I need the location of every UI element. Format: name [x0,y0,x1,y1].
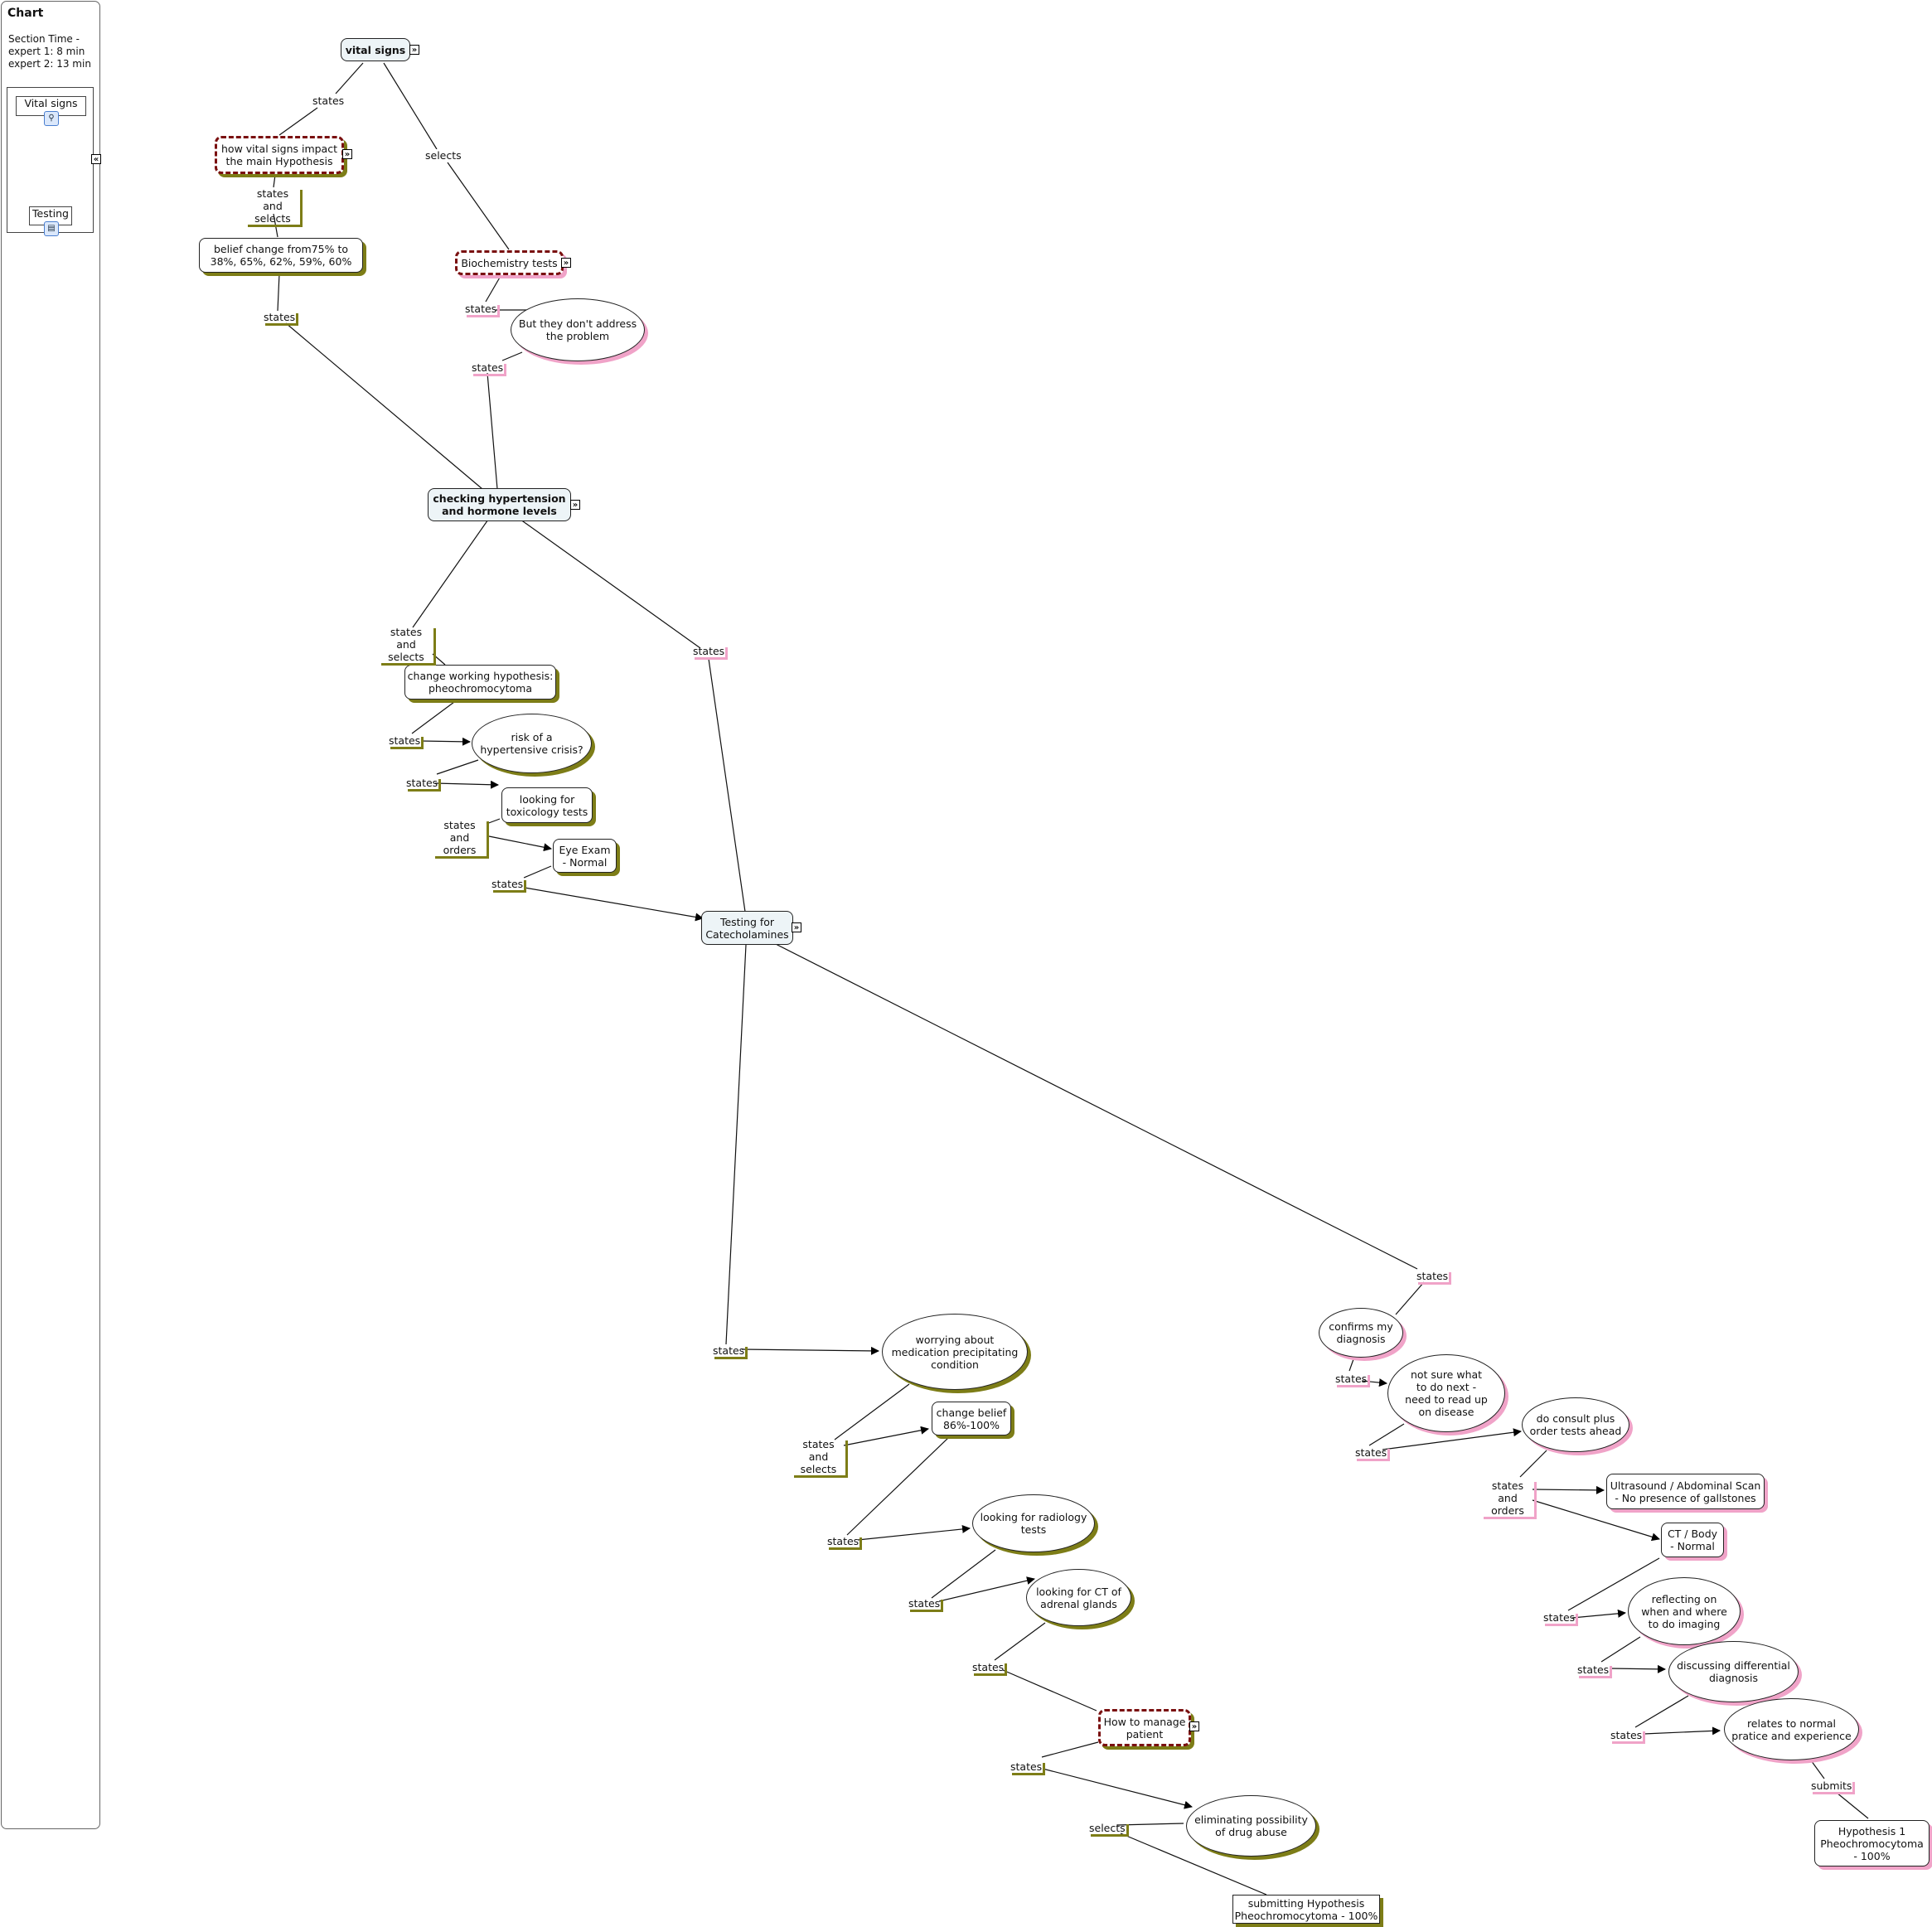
concept-dont-address-problem[interactable]: But they don't address the problem [511,298,645,361]
double-chevron-right-icon[interactable]: » [342,149,352,159]
sidebar-title: Chart [7,7,44,20]
double-chevron-right-icon[interactable]: » [409,45,419,55]
concept-worrying-medication[interactable]: worrying about medication precipitating … [882,1314,1028,1390]
concept-ct-adrenal[interactable]: looking for CT of adrenal glands [1026,1569,1131,1626]
concept-radiology-tests[interactable]: looking for radiology tests [972,1494,1095,1552]
concept-testing-catecholamines[interactable]: Testing for Catecholamines [701,911,793,945]
concept-vital-signs[interactable]: vital signs [341,38,410,61]
link-label[interactable]: states [491,878,524,890]
link-label[interactable]: states [1543,1611,1576,1624]
concept-hypothesis-1[interactable]: Hypothesis 1 Pheochromocytoma - 100% [1814,1820,1930,1866]
document-image-icon[interactable]: ▤ [44,221,59,236]
link-label[interactable]: states [1577,1663,1610,1676]
concept-confirms-diagnosis[interactable]: confirms my diagnosis [1319,1308,1403,1358]
concept-change-working-hypothesis[interactable]: change working hypothesis: pheochromocyt… [404,665,556,700]
link-label[interactable]: states and orders [433,819,487,856]
concept-belief-change[interactable]: belief change from75% to 38%, 65%, 62%, … [199,238,363,273]
link-label[interactable]: states [1355,1446,1387,1459]
concept-change-belief[interactable]: change belief 86%-100% [932,1402,1011,1436]
link-label[interactable]: states [713,1344,745,1357]
sidebar-item-label: Testing [32,207,69,220]
concept-how-vital-signs-impact[interactable]: how vital signs impact the main Hypothes… [215,136,344,174]
concept-reflecting[interactable]: reflecting on when and where to do imagi… [1628,1577,1741,1645]
link-label[interactable]: states [908,1597,941,1610]
concept-differential[interactable]: discussing differential diagnosis [1668,1641,1799,1702]
double-chevron-right-icon[interactable]: » [1189,1721,1199,1731]
link-label[interactable]: states [1416,1270,1449,1282]
concept-do-consult[interactable]: do consult plus order tests ahead [1522,1397,1629,1452]
double-chevron-left-icon[interactable]: « [91,154,101,164]
link-label[interactable]: states and selects [379,626,433,663]
link-label[interactable]: states [264,311,296,323]
concept-not-sure[interactable]: not sure what to do next - need to read … [1387,1354,1505,1432]
concept-checking-hypertension[interactable]: checking hypertension and hormone levels [428,488,571,521]
double-chevron-right-icon[interactable]: » [792,922,801,932]
concept-risk-hypertensive-crisis[interactable]: risk of a hypertensive crisis? [472,714,592,773]
link-label[interactable]: states [389,734,421,747]
chart-sidebar-panel: Chart Section Time - expert 1: 8 min exp… [1,1,101,1829]
link-label[interactable]: selects [1089,1822,1126,1834]
concept-eye-exam[interactable]: Eye Exam - Normal [553,839,617,873]
concept-toxicology-tests[interactable]: looking for toxicology tests [501,787,593,823]
link-label[interactable]: states [1335,1373,1368,1385]
link-label[interactable]: states [1610,1729,1643,1741]
concept-biochemistry-tests[interactable]: Biochemistry tests [455,250,564,275]
concept-ultrasound[interactable]: Ultrasound / Abdominal Scan - No presenc… [1606,1474,1765,1509]
sidebar-item-testing[interactable]: Testing [29,206,72,225]
link-label[interactable]: states [972,1661,1005,1673]
link-label[interactable]: selects [424,149,462,162]
concept-relates-normal[interactable]: relates to normal pratice and experience [1724,1698,1859,1760]
link-label[interactable]: states [827,1535,859,1547]
concept-drug-abuse[interactable]: eliminating possibility of drug abuse [1186,1795,1316,1857]
double-chevron-right-icon[interactable]: » [561,258,571,268]
link-label[interactable]: states and orders [1481,1479,1534,1517]
concept-map-icon[interactable]: ⚲ [44,111,59,126]
concept-ct-body[interactable]: CT / Body - Normal [1661,1523,1724,1557]
link-label[interactable]: states [312,94,346,107]
sidebar-resource-box: Vital signs ⚲ Testing ▤ [7,87,94,236]
section-time-text: Section Time - expert 1: 8 min expert 2:… [8,33,91,70]
link-label[interactable]: states [1010,1760,1043,1773]
link-label[interactable]: states and selects [245,187,300,225]
concept-submitting-hypothesis[interactable]: submitting Hypothesis Pheochromocytoma -… [1232,1895,1380,1924]
link-label[interactable]: states and selects [792,1438,845,1475]
link-label[interactable]: states [472,361,504,374]
link-label[interactable]: states [465,303,497,315]
link-label[interactable]: submits [1811,1779,1852,1792]
sidebar-item-label: Vital signs [24,97,78,109]
link-label[interactable]: states [406,777,438,789]
concept-how-to-manage-patient[interactable]: How to manage patient [1098,1709,1191,1746]
link-label[interactable]: states [693,645,725,657]
double-chevron-right-icon[interactable]: » [570,500,580,510]
